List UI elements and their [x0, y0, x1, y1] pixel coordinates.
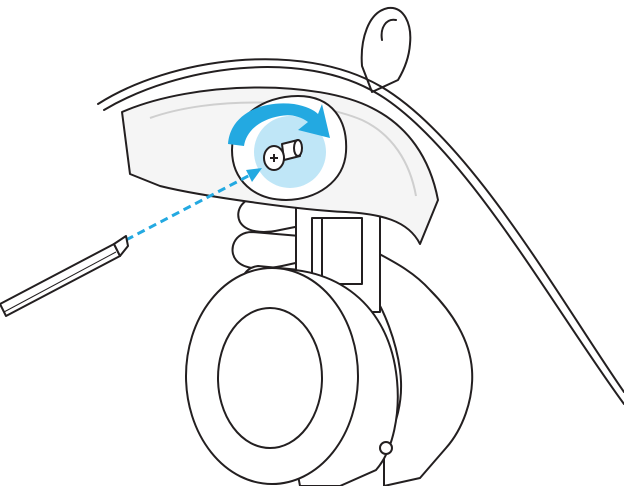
earcup-button: [380, 442, 392, 454]
earcup-cushion-inner: [218, 308, 322, 448]
screwdriver-icon: [0, 236, 128, 316]
finger-2: [233, 232, 300, 268]
screwdriver-shaft-highlight: [4, 252, 116, 312]
screw-tip: [294, 140, 302, 156]
screwdriver-shaft: [0, 244, 120, 316]
